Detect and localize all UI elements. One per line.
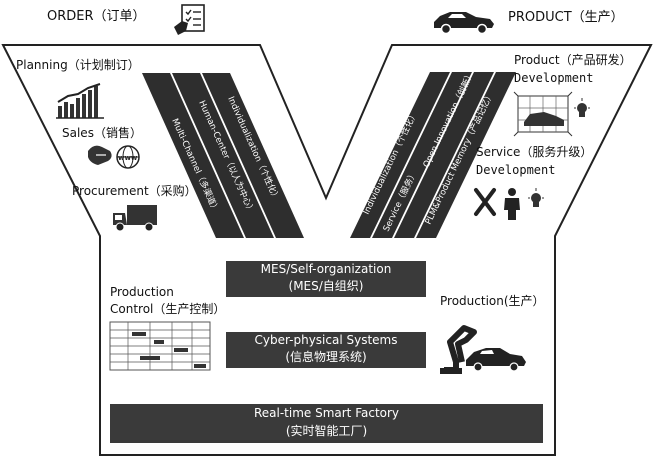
sales-icon: www bbox=[88, 145, 140, 169]
smart-factory-bar: Real-time Smart Factory (实时智能工厂) bbox=[110, 404, 543, 443]
mes-bar-subtitle: (MES/自组织) bbox=[288, 279, 364, 293]
service-development-sublabel: Development bbox=[476, 163, 556, 177]
stripe-right-plm bbox=[416, 72, 516, 238]
stripe-right-service bbox=[372, 72, 472, 238]
production-control-label: Production bbox=[110, 285, 174, 299]
car-icon bbox=[434, 12, 494, 35]
stripe-right-openinnovation bbox=[394, 72, 494, 238]
sales-label: Sales（销售） bbox=[62, 126, 142, 140]
smart-factory-subtitle: (实时智能工厂) bbox=[285, 424, 368, 438]
stripe-left-humancenter bbox=[172, 73, 274, 238]
product-development-sublabel: Development bbox=[514, 71, 594, 85]
cps-bar-subtitle: (信息物理系统) bbox=[285, 350, 367, 364]
stripe-right-individualization bbox=[350, 72, 450, 238]
mes-bar-title: MES/Self-organization bbox=[260, 262, 392, 276]
left-stripes: Multi-Channel（多渠道） Human-Center（以人为中心） I… bbox=[142, 73, 304, 238]
order-label: ORDER（订单） bbox=[47, 9, 146, 24]
v-outline bbox=[1, 44, 653, 456]
service-development-label: Service（服务升级） bbox=[476, 145, 593, 159]
bar-chart-icon bbox=[56, 83, 104, 119]
stripe-left-multichannel bbox=[142, 73, 244, 238]
production-label: Production(生产） bbox=[440, 294, 545, 308]
procurement-label: Procurement（采购） bbox=[72, 184, 197, 198]
service-icon bbox=[474, 188, 544, 220]
clipboard-icon bbox=[174, 4, 205, 35]
product-label: PRODUCT（生产） bbox=[508, 10, 624, 25]
truck-icon bbox=[113, 205, 157, 232]
mes-bar: MES/Self-organization (MES/自组织) bbox=[226, 261, 426, 297]
stripe-left-individualization bbox=[202, 73, 304, 238]
cps-bar: Cyber-physical Systems (信息物理系统) bbox=[226, 332, 426, 368]
smart-factory-title: Real-time Smart Factory bbox=[253, 406, 400, 420]
gantt-table-icon bbox=[109, 321, 211, 371]
production-control-sublabel: Control（生产控制） bbox=[110, 302, 226, 316]
cps-bar-title: Cyber-physical Systems bbox=[254, 333, 398, 347]
svg-text:www: www bbox=[118, 154, 138, 162]
product-development-icon bbox=[513, 91, 590, 137]
planning-label: Planning（计划制订） bbox=[16, 58, 140, 72]
product-development-label: Product（产品研发） bbox=[514, 53, 632, 67]
robot-arm-icon bbox=[440, 325, 526, 374]
